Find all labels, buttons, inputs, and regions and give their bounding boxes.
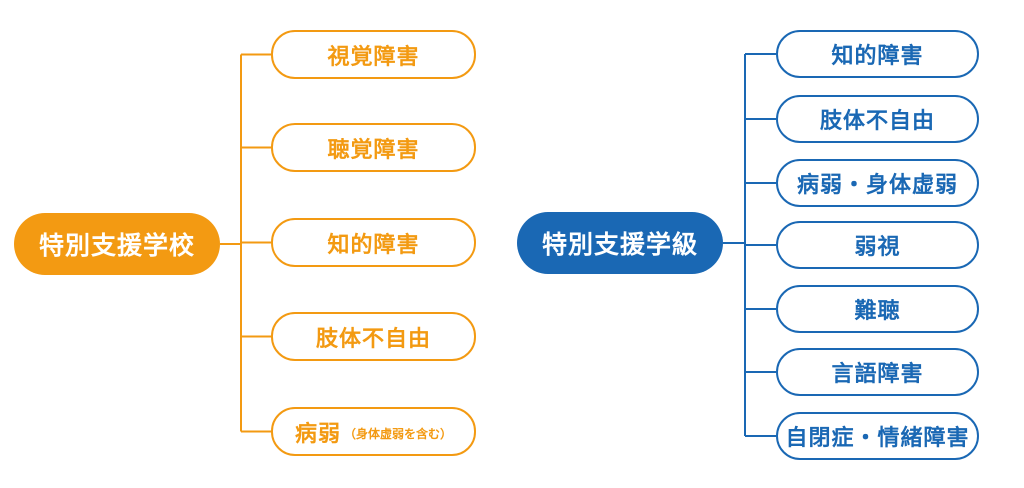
left-node-3: 知的障害	[271, 218, 476, 267]
root-label: 特別支援学級	[541, 230, 698, 259]
node-label: 肢体不自由	[819, 109, 935, 134]
left-node-1: 視覚障害	[271, 30, 476, 79]
root-label: 特別支援学校	[38, 231, 195, 260]
node-label: 言語障害	[831, 362, 924, 387]
right-node-7: 自閉症・情緒障害	[776, 412, 979, 460]
right-node-5: 難聴	[776, 285, 979, 333]
left-node-2: 聴覚障害	[271, 123, 476, 172]
node-label: 肢体不自由	[315, 326, 431, 352]
node-label: 病弱	[294, 421, 341, 447]
node-label: 視覚障害	[327, 44, 420, 70]
node-label: 自閉症・情緒障害	[785, 426, 970, 451]
node-label: 弱視	[854, 235, 901, 260]
node-label: 難聴	[854, 299, 901, 324]
node-label: 病弱・身体虚弱	[796, 173, 958, 198]
right-node-4: 弱視	[776, 221, 979, 269]
right-node-6: 言語障害	[776, 348, 979, 396]
node-note: （身体虚弱を含む）	[344, 427, 453, 441]
root-special-support-class: 特別支援学級	[517, 212, 723, 274]
node-label: 知的障害	[327, 232, 420, 258]
node-label: 知的障害	[831, 44, 924, 69]
left-node-5: 病弱 （身体虚弱を含む）	[271, 407, 476, 456]
root-special-support-school: 特別支援学校	[14, 213, 220, 275]
right-node-1: 知的障害	[776, 30, 979, 78]
node-label: 聴覚障害	[327, 137, 420, 163]
left-node-4: 肢体不自由	[271, 312, 476, 361]
right-node-2: 肢体不自由	[776, 95, 979, 143]
right-node-3: 病弱・身体虚弱	[776, 159, 979, 207]
